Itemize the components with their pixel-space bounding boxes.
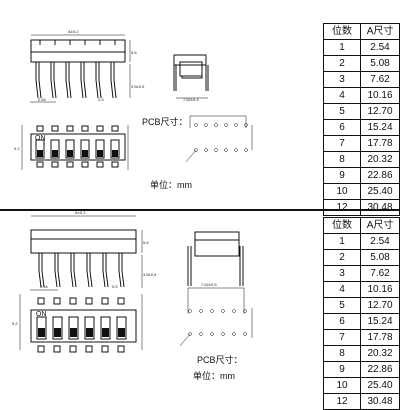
table-header-row: 位数 A尺寸 — [322, 23, 400, 40]
svg-text:5.6: 5.6 — [143, 240, 149, 245]
top-side-view: A±0.2 2.54 0.5 5.6 3.5±0.5 — [30, 29, 145, 103]
top-plan-view: 9.2 ON — [14, 125, 129, 170]
bottom-switches — [36, 297, 127, 353]
table-header-row: 位数 A尺寸 — [322, 217, 400, 234]
header-cell: 位数 — [322, 23, 362, 40]
bottom-pins — [38, 253, 125, 288]
svg-text:0.5: 0.5 — [112, 284, 118, 289]
svg-text:5.6: 5.6 — [131, 50, 137, 55]
svg-text:9.2: 9.2 — [12, 321, 18, 326]
header-cell: A尺寸 — [360, 23, 400, 40]
bottom-plan-view: 9.2 ON — [12, 294, 143, 353]
top-pcb-footprint: PCB尺寸： 单位：mm — [142, 115, 253, 190]
section-divider — [0, 209, 400, 211]
unit-label: 单位：mm — [193, 370, 235, 381]
on-label: ON — [35, 135, 46, 142]
svg-text:7.62±0.4: 7.62±0.4 — [183, 97, 199, 102]
bottom-end-view — [187, 231, 244, 286]
pcb-label: PCB尺寸： — [197, 354, 243, 365]
top-end-view: 7.62±0.4 — [173, 54, 209, 102]
svg-text:3.5±0.5: 3.5±0.5 — [131, 84, 145, 89]
svg-text:9.2: 9.2 — [14, 146, 20, 151]
svg-text:A±0.2: A±0.2 — [75, 210, 86, 215]
pcb-label: PCB尺寸： — [142, 116, 188, 127]
top-switches — [35, 125, 120, 168]
svg-text:2.54: 2.54 — [38, 97, 47, 102]
header-cell: 位数 — [322, 217, 362, 234]
unit-label: 单位：mm — [150, 179, 192, 190]
dim-a-label: A±0.2 — [68, 29, 79, 34]
on-label: ON — [36, 311, 47, 318]
svg-text:2.54: 2.54 — [40, 284, 49, 289]
top-diagram: A±0.2 2.54 0.5 5.6 3.5±0.5 7 — [14, 29, 253, 190]
top-pins — [35, 62, 117, 99]
svg-text:3.5±0.5: 3.5±0.5 — [143, 272, 157, 277]
bottom-diagram: A±0.2 2.54 0.5 5.6 3.5±0.5 9.2 ON — [12, 210, 253, 381]
svg-text:0.5: 0.5 — [98, 97, 104, 102]
bottom-pcb-footprint: 7.62±0.5 PCB尺寸： 单位：mm — [179, 282, 253, 381]
svg-text:7.62±0.5: 7.62±0.5 — [201, 282, 217, 287]
bottom-side-view: A±0.2 2.54 0.5 5.6 3.5±0.5 — [30, 210, 157, 291]
header-cell: A尺寸 — [360, 217, 400, 234]
